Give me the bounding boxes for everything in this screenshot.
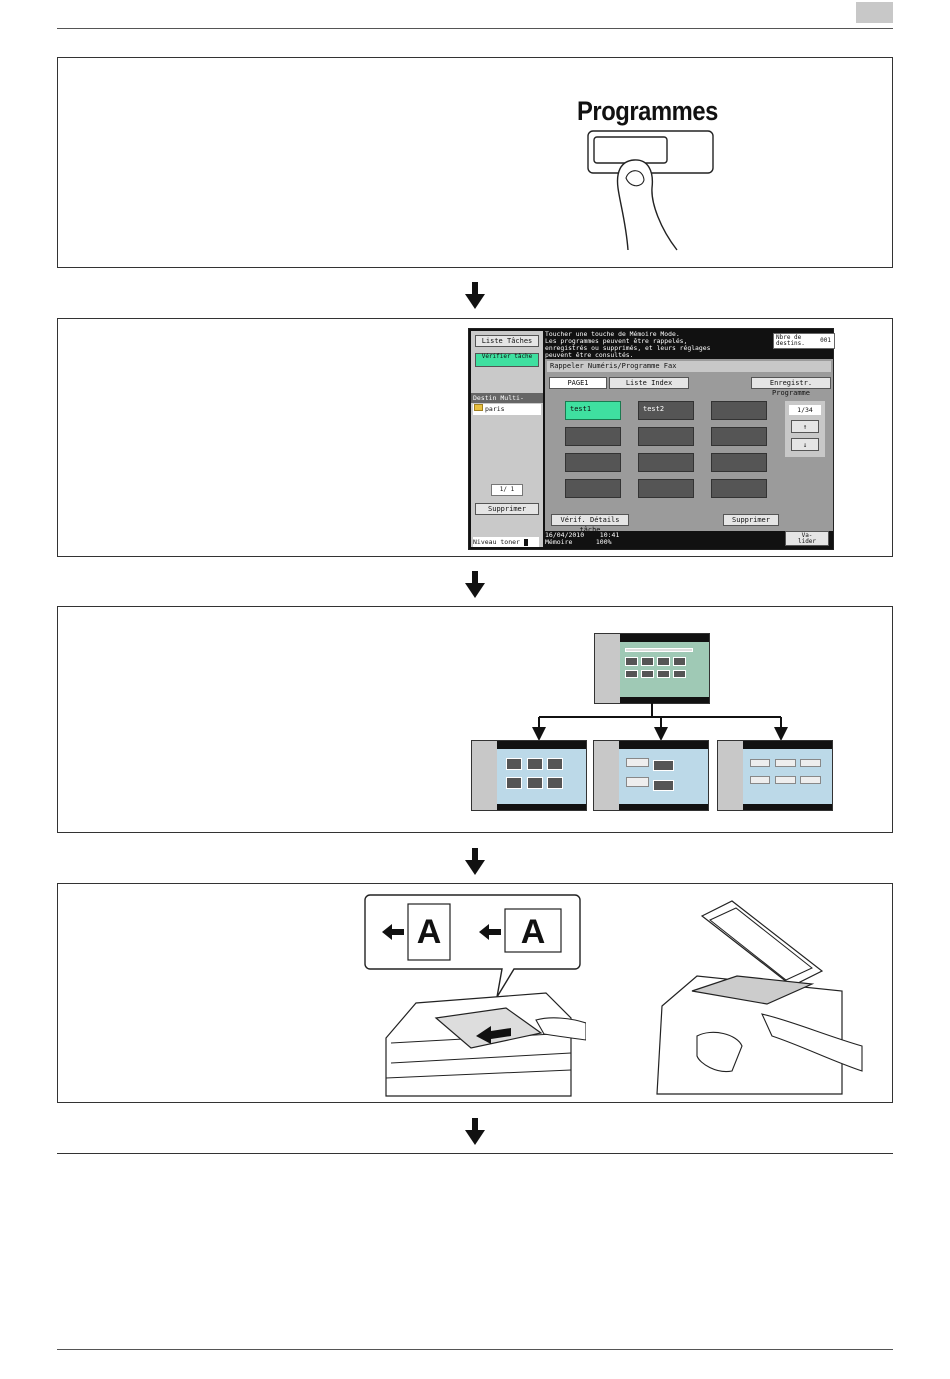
check-job-button[interactable]: Vérifier tâche (475, 353, 539, 367)
broadcast-header: Destin Multi-Diff. (471, 393, 543, 412)
delete-program-button[interactable]: Supprimer (723, 514, 779, 526)
bottom-section-rule (57, 1153, 893, 1154)
mail-icon (474, 404, 483, 411)
page-up-button[interactable]: ↑ (791, 420, 819, 433)
step1-box (57, 57, 893, 268)
sub-screen-3-thumbnail (717, 740, 833, 811)
arrow-down-icon: ↓ (802, 441, 808, 449)
original-letter-portrait: A (416, 913, 442, 951)
destination-count: Nbre de destins. 001 (773, 333, 835, 349)
broadcast-item-label: paris (485, 405, 505, 413)
platen-loading-illustration (656, 900, 863, 1095)
program-key[interactable]: test2 (638, 401, 694, 420)
original-letter-landscape: A (520, 913, 546, 951)
sub-screen-2-thumbnail (593, 740, 709, 811)
settings-screen-thumbnail (594, 633, 710, 704)
tab-index-list[interactable]: Liste Index (609, 377, 689, 389)
toner-label: Niveau toner (473, 538, 520, 546)
tab-page1[interactable]: PAGE1 (549, 377, 607, 389)
flow-arrow-3 (465, 848, 485, 875)
dest-count-label: Nbre de destins. (776, 334, 805, 347)
program-key[interactable] (638, 453, 694, 472)
instruction-message: Toucher une touche de Mémoire Mode. Les … (545, 330, 711, 359)
screen-left-panel: Liste Tâches Vérifier tâche Destin Multi… (471, 331, 543, 547)
program-key[interactable] (711, 453, 767, 472)
broadcast-item[interactable]: paris (473, 404, 541, 415)
check-details-button[interactable]: Vérif. Détails tâche (551, 514, 629, 534)
toner-bar-icon (523, 538, 528, 546)
validate-button[interactable]: Va- lider (785, 531, 829, 546)
page-indicator: 1/34 (789, 405, 821, 415)
program-key[interactable] (711, 401, 767, 420)
datetime: 16/04/2010 10:41 (545, 531, 620, 539)
program-key[interactable] (638, 479, 694, 498)
finger-press-icon (587, 130, 714, 251)
left-page-counter: 1/ 1 (491, 484, 523, 496)
status-footer: 16/04/2010 10:41 Mémoire 100% (545, 532, 775, 549)
page-scroller: 1/34 ↑ ↓ (785, 401, 825, 457)
arrow-up-icon: ↑ (802, 423, 808, 431)
left-delete-button[interactable]: Supprimer (475, 503, 539, 515)
program-key[interactable] (638, 427, 694, 446)
program-key[interactable]: test1 (565, 401, 621, 420)
adf-loading-illustration (385, 992, 586, 1097)
program-key[interactable] (711, 427, 767, 446)
program-recall-screen: Liste Tâches Vérifier tâche Destin Multi… (468, 328, 835, 550)
flow-arrow-4 (465, 1118, 485, 1145)
program-key[interactable] (565, 479, 621, 498)
chapter-tab (856, 2, 893, 23)
screen-title: Rappeler Numéris/Programme Fax (547, 361, 831, 372)
program-key[interactable] (565, 427, 621, 446)
header-rule (57, 28, 893, 29)
branch-arrows (532, 703, 788, 741)
dest-count-value: 001 (820, 337, 831, 344)
toner-level: Niveau toner (473, 537, 539, 547)
job-list-button[interactable]: Liste Tâches (475, 335, 539, 347)
program-panel: Rappeler Numéris/Programme Fax PAGE1 Lis… (545, 359, 833, 534)
program-key[interactable] (565, 453, 621, 472)
page-down-button[interactable]: ↓ (791, 438, 819, 451)
register-program-button[interactable]: Enregistr. Programme (751, 377, 831, 397)
flow-arrow-1 (465, 282, 485, 309)
memory-status: Mémoire 100% (545, 538, 612, 546)
program-key[interactable] (711, 479, 767, 498)
programmes-key-label: Programmes (577, 96, 718, 126)
original-orientation-callout (364, 894, 581, 998)
sub-screen-1-thumbnail (471, 740, 587, 811)
flow-arrow-2 (465, 571, 485, 598)
footer-rule (57, 1349, 893, 1350)
